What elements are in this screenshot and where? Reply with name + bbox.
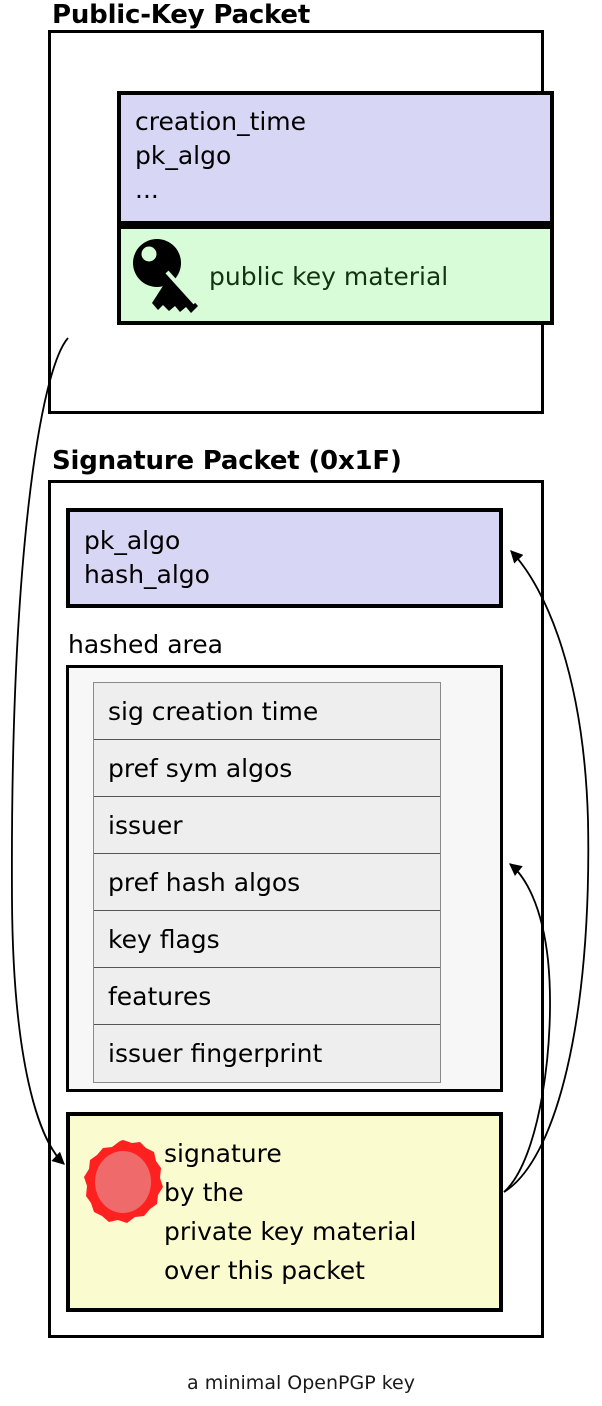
signature-metadata-box: pk_algo hash_algo (66, 508, 503, 608)
signature-value-text: signature by the private key material ov… (164, 1139, 417, 1285)
public-key-material-text: public key material (209, 262, 449, 291)
subpacket-row: pref sym algos (94, 740, 440, 797)
hashed-area-box: sig creation time pref sym algos issuer … (66, 665, 503, 1092)
signature-packet-title: Signature Packet (0x1F) (52, 446, 402, 476)
subpacket-row: issuer (94, 797, 440, 854)
hashed-area-label: hashed area (68, 630, 223, 659)
key-icon (133, 239, 198, 313)
public-key-material-box: public key material (117, 225, 554, 325)
subpacket-row: key flags (94, 911, 440, 968)
wax-seal-icon (84, 1140, 163, 1223)
diagram-caption: a minimal OpenPGP key (187, 1372, 415, 1394)
subpacket-row: pref hash algos (94, 854, 440, 911)
public-key-packet-frame: creation_time pk_algo ... public key mat… (48, 30, 554, 414)
public-key-metadata-text: creation_time pk_algo ... (135, 107, 307, 204)
public-key-metadata-box: creation_time pk_algo ... (117, 91, 554, 225)
subpacket-row: sig creation time (94, 683, 440, 740)
signature-value-box: signature by the private key material ov… (66, 1112, 503, 1312)
signature-metadata-text: pk_algo hash_algo (84, 526, 210, 589)
subpacket-row: features (94, 968, 440, 1025)
subpacket-list: sig creation time pref sym algos issuer … (93, 682, 441, 1083)
subpacket-row: issuer fingerprint (108, 1039, 323, 1068)
public-key-packet-title: Public-Key Packet (52, 0, 311, 30)
